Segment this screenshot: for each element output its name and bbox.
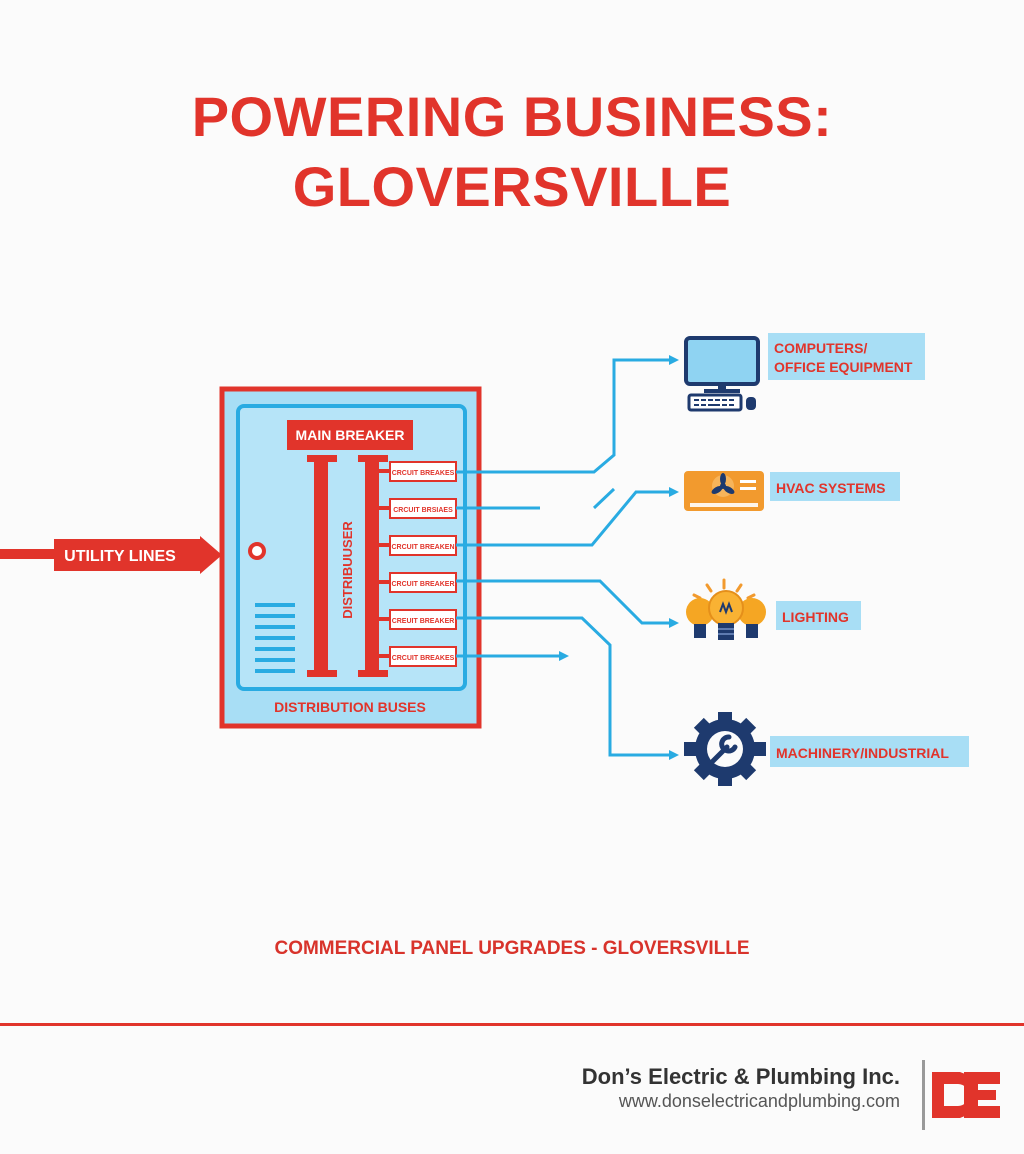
circuit-breaker: CREUIT BREAKER xyxy=(379,609,457,630)
circuit-breaker-label: CRCUIT BREAKES xyxy=(392,470,455,477)
hvac-label-box: HVAC SYSTEMS xyxy=(770,472,900,501)
computers-label-line-2: OFFICE EQUIPMENT xyxy=(774,359,913,375)
circuit-breaker: CRCUIT BRSIAES xyxy=(379,498,457,519)
circuit-breaker: CRCUIT BREAKES xyxy=(379,461,457,482)
circuit-breaker-label: CRCUIT BRSIAES xyxy=(393,507,453,514)
circuit-breaker-label: CRCUIT BREAKEN xyxy=(392,544,455,551)
machinery-label-box: MACHINERY/INDUSTRIAL xyxy=(770,736,969,767)
company-name: Don’s Electric & Plumbing Inc. xyxy=(581,1064,900,1089)
title-line-2: GLOVERSVILLE xyxy=(292,155,732,218)
footer-divider xyxy=(0,1023,1024,1026)
hvac-label: HVAC SYSTEMS xyxy=(776,480,885,496)
main-breaker: MAIN BREAKER xyxy=(287,420,413,450)
utility-lines-arrow: UTILITY LINES xyxy=(0,536,222,574)
circuit-breaker: CRCUIT BREAKER xyxy=(379,572,457,593)
circuit-breaker: CRCUIT BREAKEN xyxy=(379,535,457,556)
feed-line-stub xyxy=(592,487,616,510)
lightbulbs-icon xyxy=(686,578,766,640)
panel-latch xyxy=(248,542,266,560)
distribution-buses-label: DISTRIBUTION BUSES xyxy=(274,699,426,715)
feed-line-computers xyxy=(456,355,679,474)
utility-lines-label: UTILITY LINES xyxy=(64,548,176,565)
subtitle: COMMERCIAL PANEL UPGRADES - GLOVERSVILLE xyxy=(274,938,750,959)
bus-bars: DISTRIBUUSER xyxy=(307,455,388,677)
feed-line-lighting xyxy=(456,579,679,628)
hvac-icon xyxy=(684,471,764,511)
computer-icon xyxy=(684,336,760,412)
page-title: POWERING BUSINESS: GLOVERSVILLE xyxy=(0,82,1024,222)
circuit-breaker-label: CREUIT BREAKER xyxy=(392,618,455,625)
bus-label: DISTRIBUUSER xyxy=(340,521,355,619)
lighting-label-box: LIGHTING xyxy=(776,601,861,630)
machinery-label: MACHINERY/INDUSTRIAL xyxy=(776,745,949,761)
company-info: Don’s Electric & Plumbing Inc. www.donse… xyxy=(582,1064,900,1112)
circuit-breaker: CRCUIT BREAKES xyxy=(379,646,457,667)
lighting-label: LIGHTING xyxy=(782,609,849,625)
vent-slots xyxy=(255,603,295,673)
feed-lines xyxy=(456,355,679,760)
computers-label-line-1: COMPUTERS/ xyxy=(774,340,867,356)
feed-line-machinery xyxy=(456,616,679,760)
circuit-breaker-label: CRCUIT BREAKES xyxy=(392,655,455,662)
company-url[interactable]: www.donselectricandplumbing.com xyxy=(618,1091,900,1111)
electrical-panel: MAIN BREAKER DISTRIBUUSER DISTRIBUTION B… xyxy=(219,386,482,729)
computers-label-box: COMPUTERS/ OFFICE EQUIPMENT xyxy=(768,333,925,380)
feed-line-hvac xyxy=(456,487,679,547)
gear-wrench-icon xyxy=(684,712,766,786)
title-line-1: POWERING BUSINESS: xyxy=(191,85,833,148)
main-breaker-label: MAIN BREAKER xyxy=(296,427,405,443)
circuit-breaker-label: CRCUIT BREAKER xyxy=(392,581,455,588)
company-logo xyxy=(922,1060,1002,1130)
